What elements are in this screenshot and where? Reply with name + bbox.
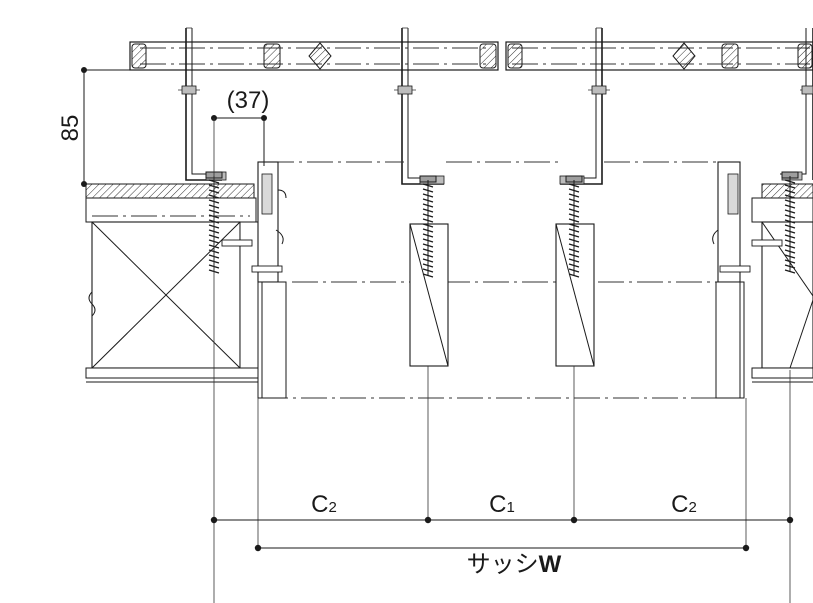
- c2-right-label: C2: [671, 491, 697, 518]
- mullion-block-left: [409, 223, 449, 367]
- offset-37-label: (37): [227, 87, 270, 114]
- c2-left-label: C2: [311, 491, 337, 518]
- height-85-label: 85: [57, 115, 84, 142]
- right-wall-section: [712, 161, 813, 399]
- screw-4: [781, 171, 799, 274]
- dimension-height-85: 85: [57, 67, 130, 187]
- dimension-c-row: C2 C1 C2: [210, 491, 794, 524]
- top-rail: [129, 41, 813, 71]
- screw-3: [565, 175, 583, 278]
- screws: [205, 171, 799, 278]
- centerlines: [262, 161, 740, 399]
- dimension-sash-width: サッシW: [254, 544, 750, 578]
- dimension-offset-37: (37): [211, 87, 269, 166]
- left-wall-section: [85, 161, 287, 399]
- extension-lines: [213, 118, 791, 603]
- c1-center-label: C1: [489, 491, 515, 518]
- mullion-block-right: [555, 223, 595, 367]
- screw-2: [419, 175, 437, 278]
- sash-width-label: サッシW: [467, 551, 562, 578]
